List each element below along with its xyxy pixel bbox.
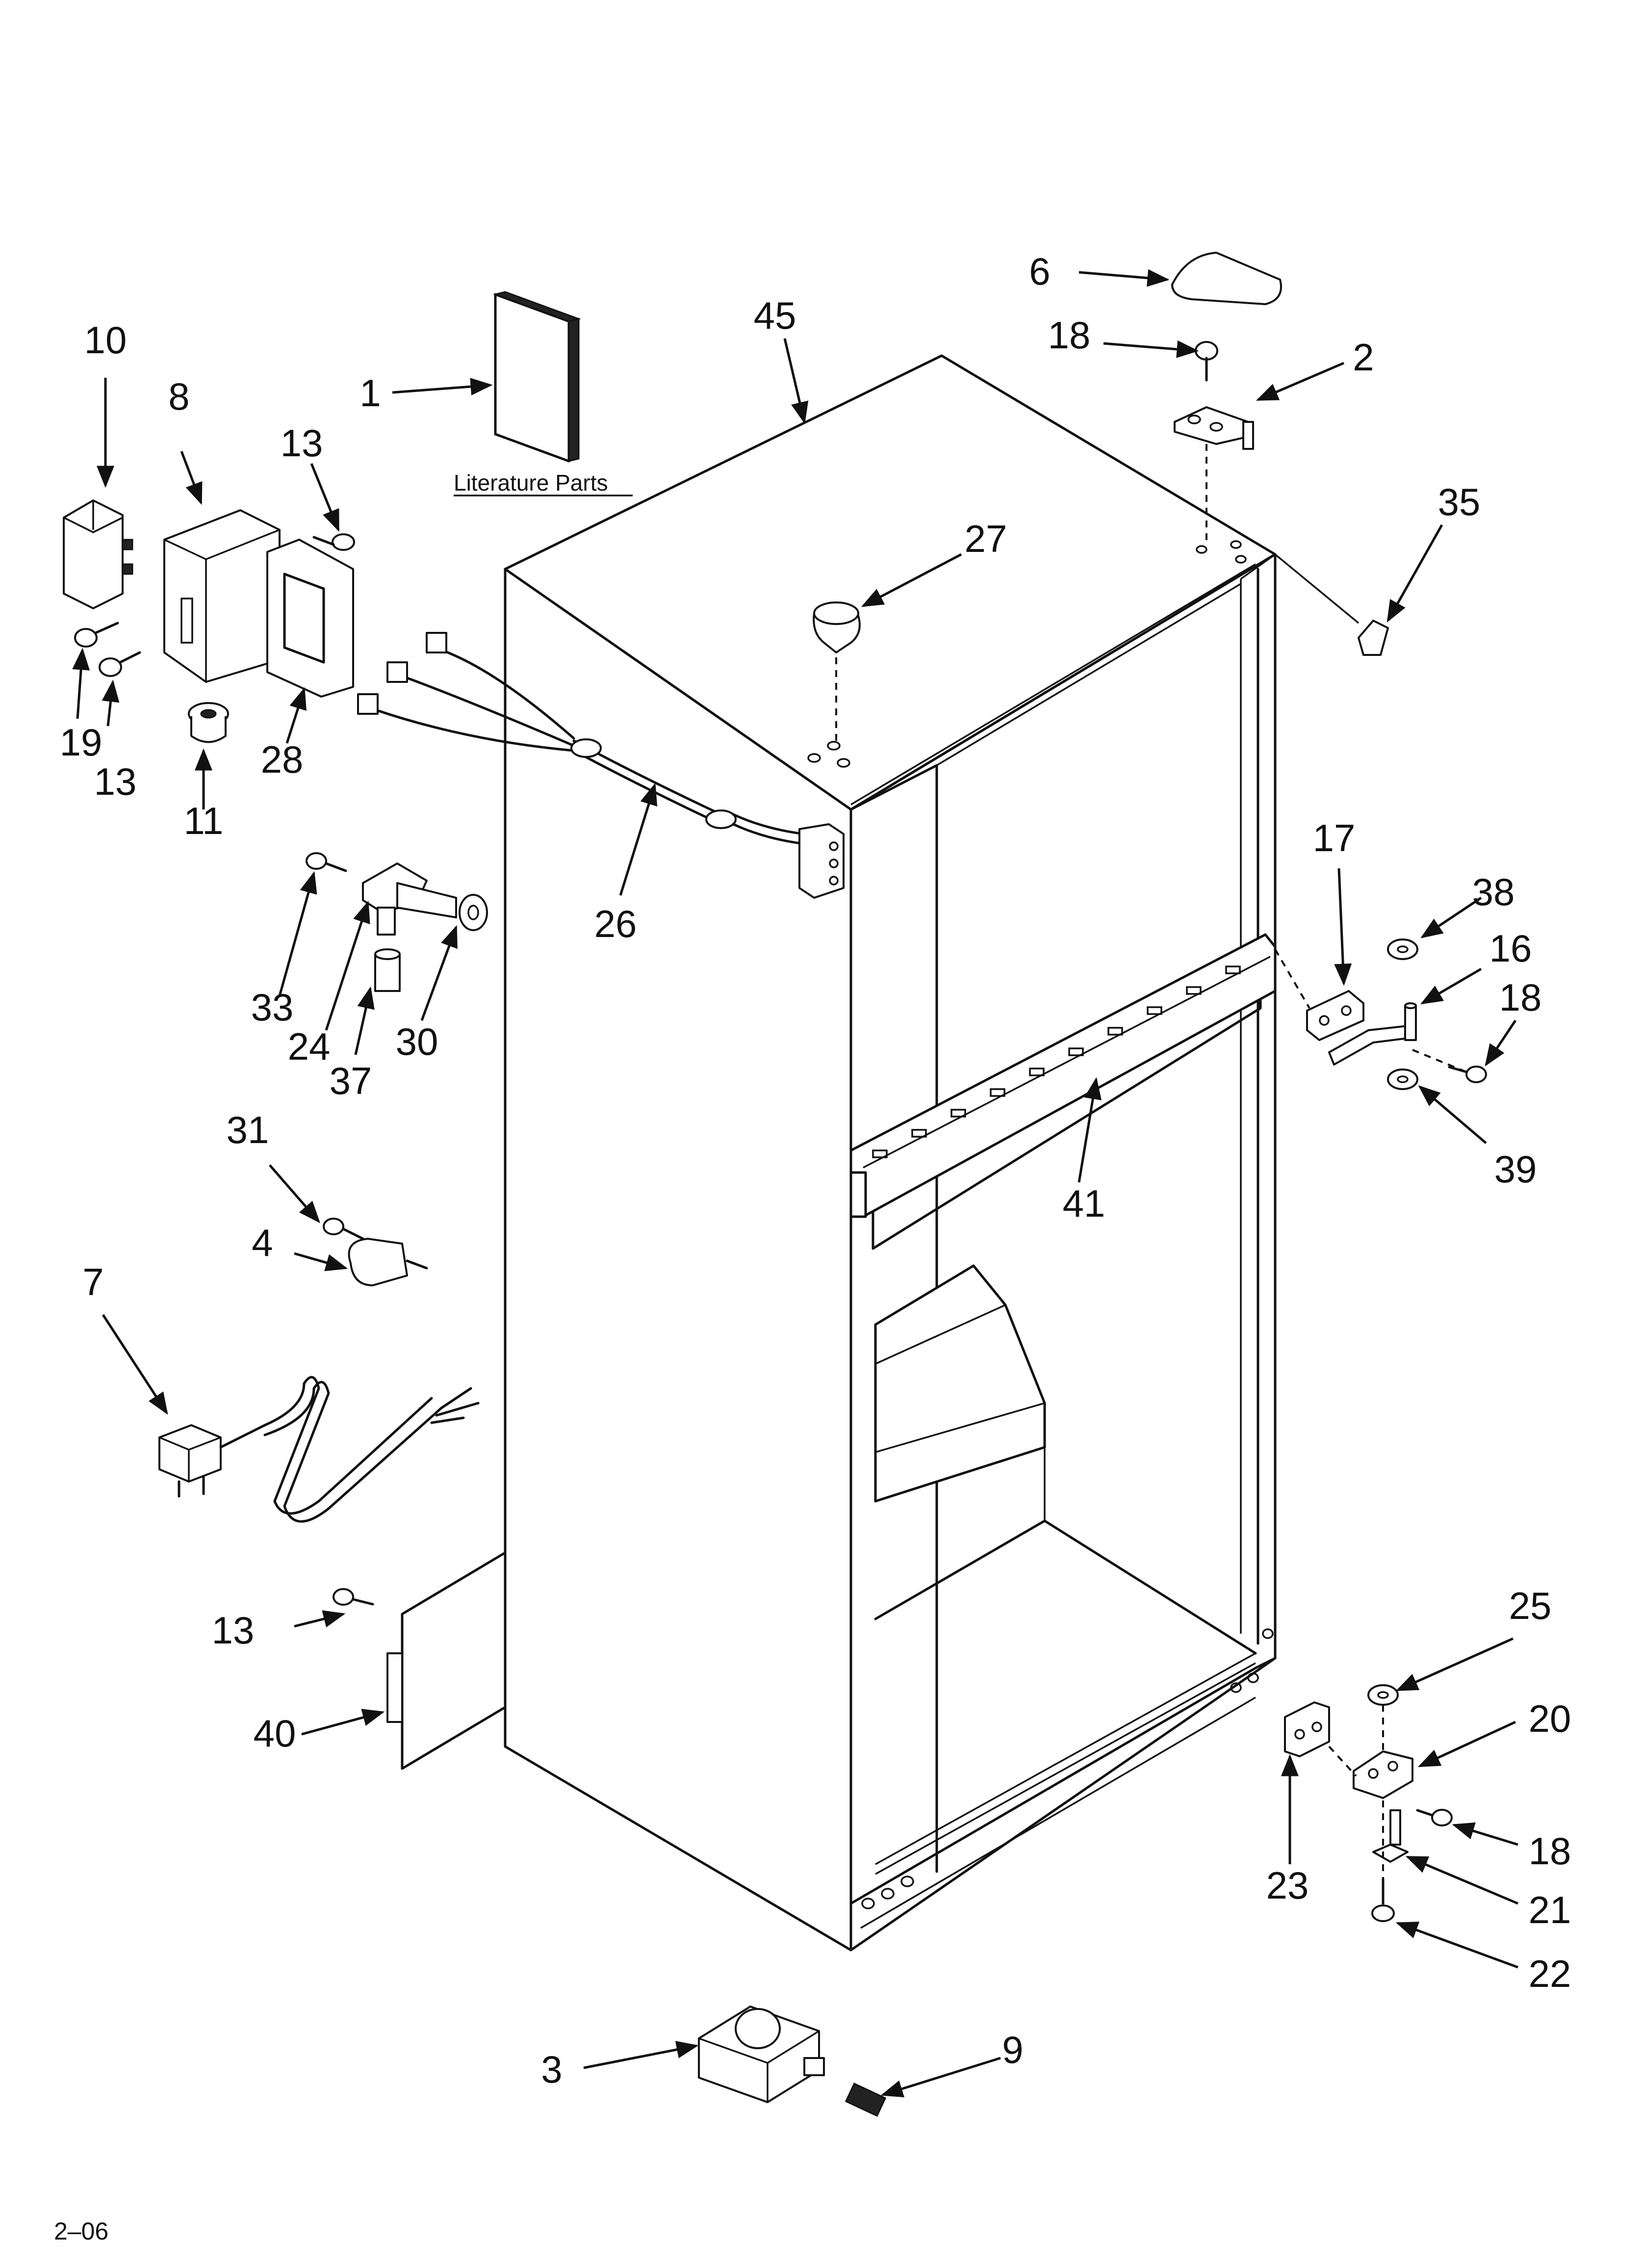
footer-code: 2–06: [54, 2217, 108, 2245]
top-hinge-2: [1174, 406, 1254, 450]
wire-harness: [357, 632, 845, 899]
screw-33: [306, 852, 347, 872]
callout-19: 19: [60, 721, 103, 764]
leveling-screw-9: [845, 2083, 887, 2117]
callout-13-top: 13: [281, 421, 323, 465]
callout-37: 37: [330, 1059, 372, 1102]
screw-18-center: [1448, 1066, 1487, 1083]
callout-3: 3: [541, 2048, 562, 2091]
callout-4: 4: [252, 1221, 273, 1264]
washer-38: [1387, 938, 1418, 960]
hinge-16: [1328, 1002, 1417, 1066]
washer-39: [1387, 1069, 1418, 1090]
callout-6: 6: [1029, 250, 1050, 293]
back-cover: [386, 1551, 507, 1770]
callout-40: 40: [254, 1712, 296, 1755]
callout-25: 25: [1509, 1584, 1552, 1627]
callout-20: 20: [1529, 1697, 1571, 1740]
plug-27: [813, 601, 861, 653]
refrigerator-cabinet: [504, 354, 1277, 1952]
screw-18-top: [1195, 341, 1218, 382]
relay-cover: [63, 499, 133, 609]
roller-assembly: [698, 2006, 825, 2103]
defrost-timer-bracket: [266, 539, 354, 698]
callout-35: 35: [1438, 480, 1481, 523]
screw-31: [323, 1218, 364, 1240]
callout-31: 31: [227, 1108, 269, 1151]
callout-23: 23: [1266, 1864, 1309, 1907]
hinge-cover-6: [1171, 252, 1282, 305]
screw-13-left: [99, 651, 141, 677]
bottom-hinge-20: [1353, 1750, 1413, 1799]
callout-28: 28: [261, 738, 304, 781]
pin-21: [1372, 1809, 1409, 1863]
screw-13-top: [312, 533, 355, 551]
spacer-37: [374, 948, 401, 992]
callout-27: 27: [965, 517, 1007, 560]
screw-18-bottom: [1416, 1809, 1453, 1826]
control-housing: [163, 509, 281, 683]
screw-13-bottom: [333, 1588, 374, 1606]
screw-19: [74, 622, 119, 648]
callout-18-top: 18: [1048, 313, 1091, 357]
rail-slots: [872, 965, 1241, 1158]
stop-35: [1358, 620, 1389, 656]
callout-8: 8: [168, 375, 189, 418]
callout-10: 10: [84, 318, 127, 362]
washer-25: [1367, 1684, 1399, 1706]
callout-45: 45: [754, 294, 796, 337]
callout-21: 21: [1529, 1888, 1571, 1931]
callout-41: 41: [1063, 1182, 1105, 1225]
callout-13-left: 13: [94, 760, 137, 803]
callout-13-bottom: 13: [212, 1609, 255, 1652]
callout-38: 38: [1472, 870, 1515, 913]
literature-booklet: [492, 291, 582, 463]
cabinet-top-holes: [807, 540, 1247, 768]
grommet-11: [188, 702, 229, 743]
callout-16: 16: [1489, 927, 1532, 970]
callout-30: 30: [396, 1020, 438, 1063]
callout-labels: 1 2 3 4 6 7 8 9 10 11 13 13 13 16 17 18 …: [60, 250, 1571, 2091]
mount-24: [362, 862, 457, 936]
callout-39: 39: [1494, 1147, 1537, 1191]
callout-1: 1: [359, 371, 381, 415]
callout-22: 22: [1529, 1952, 1571, 1995]
center-rail: [849, 933, 1277, 1218]
washer-30: [459, 894, 488, 931]
callout-18-bottom: 18: [1529, 1829, 1571, 1873]
clip-4: [348, 1238, 428, 1286]
leader-arrows: [72, 269, 1518, 2098]
power-cord: [158, 1376, 480, 1523]
callout-2: 2: [1353, 336, 1374, 379]
callout-26: 26: [594, 902, 637, 945]
screw-22: [1371, 1877, 1395, 1922]
spacer-23: [1284, 1701, 1330, 1757]
literature-caption: Literature Parts: [454, 470, 608, 495]
callout-17: 17: [1313, 816, 1356, 860]
callout-9: 9: [1002, 2028, 1023, 2071]
callout-33: 33: [251, 986, 294, 1029]
callout-24: 24: [288, 1025, 331, 1068]
callout-18-center: 18: [1499, 976, 1542, 1019]
callout-11: 11: [184, 799, 224, 842]
center-hinge-17: [1306, 990, 1364, 1041]
callout-7: 7: [82, 1260, 103, 1303]
